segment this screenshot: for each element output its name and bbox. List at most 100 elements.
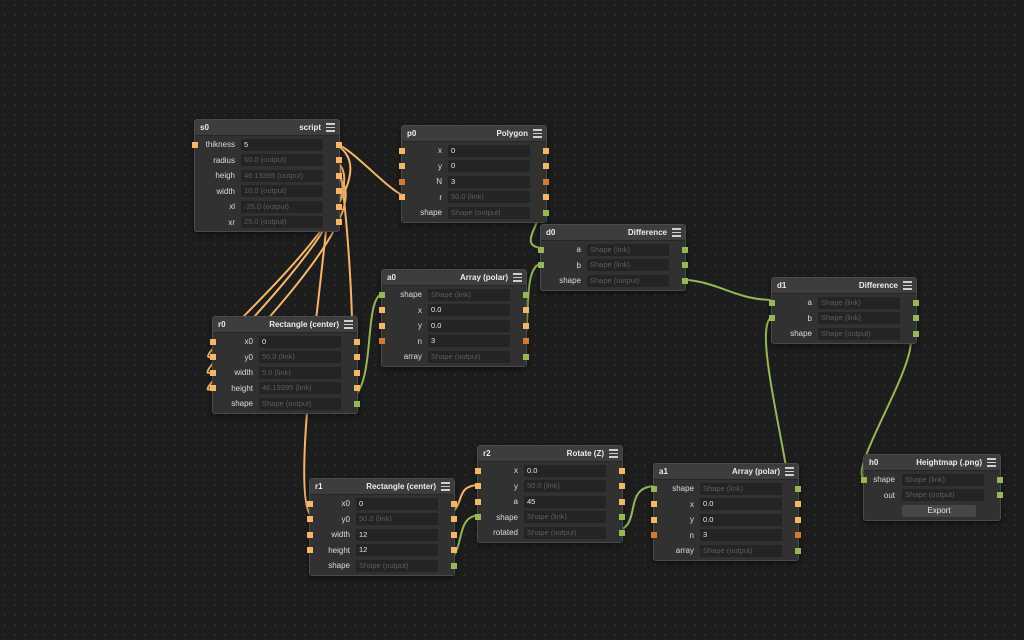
input-port[interactable] <box>307 500 313 507</box>
output-port[interactable] <box>451 500 457 507</box>
input-port[interactable] <box>538 246 544 253</box>
output-port[interactable] <box>682 277 688 284</box>
output-port[interactable] <box>336 188 342 195</box>
b-field[interactable]: Shape (link) <box>587 259 669 271</box>
input-port[interactable] <box>769 299 775 306</box>
output-port[interactable] <box>336 203 342 210</box>
shape-field[interactable]: Shape (output) <box>356 559 438 572</box>
node-d0-difference[interactable]: d0 Difference a Shape (link) b Shape (li… <box>538 224 688 291</box>
n-field[interactable]: 3 <box>448 175 530 188</box>
export-button[interactable]: Export <box>902 504 976 517</box>
output-port[interactable] <box>619 529 625 536</box>
output-port[interactable] <box>451 547 457 554</box>
input-port[interactable] <box>475 514 481 521</box>
output-port[interactable] <box>354 338 360 345</box>
menu-icon[interactable] <box>441 482 450 491</box>
width-field[interactable]: 12 <box>356 528 438 541</box>
node-header[interactable]: a0 Array (polar) <box>382 270 526 286</box>
menu-icon[interactable] <box>785 467 794 476</box>
array-field[interactable]: Shape (output) <box>428 350 510 363</box>
menu-icon[interactable] <box>513 273 522 282</box>
x-field[interactable]: 0.0 <box>524 464 606 477</box>
shape-field[interactable]: Shape (output) <box>448 206 530 219</box>
output-port[interactable] <box>795 516 801 523</box>
input-port[interactable] <box>210 354 216 361</box>
node-p0-polygon[interactable]: p0 Polygon x 0 y 0 N 3 r 50.0 (link) <box>399 125 549 223</box>
menu-icon[interactable] <box>903 281 912 290</box>
thikness-field[interactable]: 5 <box>241 138 323 151</box>
output-port[interactable] <box>543 163 549 170</box>
input-port[interactable] <box>475 483 481 490</box>
node-r2-rotate-z[interactable]: r2 Rotate (Z) x 0.0 y 50.0 (link) a 45 s… <box>475 445 625 543</box>
x-field[interactable]: 0.0 <box>700 498 782 510</box>
output-port[interactable] <box>913 299 919 306</box>
output-port[interactable] <box>451 516 457 523</box>
input-port[interactable] <box>210 338 216 345</box>
node-d1-difference[interactable]: d1 Difference a Shape (link) b Shape (li… <box>769 277 919 344</box>
n-field[interactable]: 3 <box>700 529 782 541</box>
input-port[interactable] <box>651 532 657 539</box>
node-a1-array-polar[interactable]: a1 Array (polar) shape Shape (link) x 0.… <box>651 463 801 561</box>
height-field[interactable]: 46.19395 (link) <box>259 382 341 394</box>
output-port[interactable] <box>523 353 529 360</box>
input-port[interactable] <box>861 476 867 483</box>
output-port[interactable] <box>795 547 801 554</box>
input-port[interactable] <box>475 498 481 505</box>
input-port[interactable] <box>399 147 405 154</box>
node-header[interactable]: p0 Polygon <box>402 126 546 142</box>
y-field[interactable]: 0.0 <box>700 513 782 526</box>
output-port[interactable] <box>543 209 549 216</box>
array-field[interactable]: Shape (output) <box>700 544 782 557</box>
output-port[interactable] <box>795 532 801 539</box>
input-port[interactable] <box>307 516 313 523</box>
node-header[interactable]: a1 Array (polar) <box>654 464 798 480</box>
node-header[interactable]: d0 Difference <box>541 225 685 241</box>
output-port[interactable] <box>336 141 342 148</box>
shape-field[interactable]: Shape (output) <box>259 397 341 410</box>
output-port[interactable] <box>997 476 1003 483</box>
a-field[interactable]: Shape (link) <box>818 296 900 309</box>
width-field[interactable]: 5.0 (link) <box>259 366 341 379</box>
output-port[interactable] <box>523 338 529 345</box>
input-port[interactable] <box>475 467 481 474</box>
input-port[interactable] <box>538 262 544 269</box>
node-s0-script[interactable]: s0 script thikness 5 radius 50.0 (output… <box>192 119 342 232</box>
xr-field[interactable]: 25.0 (output) <box>241 216 323 228</box>
y0-field[interactable]: 50.0 (link) <box>356 513 438 525</box>
input-port[interactable] <box>379 338 385 345</box>
output-port[interactable] <box>913 315 919 322</box>
n-field[interactable]: 3 <box>428 335 510 347</box>
output-port[interactable] <box>336 157 342 164</box>
shape-field[interactable]: Shape (link) <box>902 473 984 486</box>
out-field[interactable]: Shape (output) <box>902 489 984 501</box>
height-field[interactable]: 12 <box>356 544 438 556</box>
output-port[interactable] <box>997 492 1003 499</box>
input-port[interactable] <box>307 531 313 538</box>
heigh-field[interactable]: 46.19395 (output) <box>241 169 323 182</box>
input-port[interactable] <box>379 291 385 298</box>
node-header[interactable]: r1 Rectangle (center) <box>310 479 454 495</box>
output-port[interactable] <box>682 262 688 269</box>
input-port[interactable] <box>210 385 216 392</box>
y0-field[interactable]: 50.0 (link) <box>259 351 341 363</box>
input-port[interactable] <box>651 516 657 523</box>
input-port[interactable] <box>210 369 216 376</box>
node-header[interactable]: d1 Difference <box>772 278 916 294</box>
width-field[interactable]: 10.0 (output) <box>241 185 323 197</box>
a-field[interactable]: Shape (link) <box>587 243 669 256</box>
output-port[interactable] <box>451 562 457 569</box>
output-port[interactable] <box>523 307 529 314</box>
menu-icon[interactable] <box>344 320 353 329</box>
node-a0-array-polar[interactable]: a0 Array (polar) shape Shape (link) x 0.… <box>379 269 529 367</box>
menu-icon[interactable] <box>987 458 996 467</box>
output-port[interactable] <box>451 531 457 538</box>
radius-field[interactable]: 50.0 (output) <box>241 154 323 166</box>
output-port[interactable] <box>543 194 549 201</box>
output-port[interactable] <box>336 219 342 226</box>
output-port[interactable] <box>795 485 801 492</box>
shape-field[interactable]: Shape (link) <box>524 511 606 523</box>
menu-icon[interactable] <box>609 449 618 458</box>
input-port[interactable] <box>769 315 775 322</box>
output-port[interactable] <box>354 369 360 376</box>
input-port[interactable] <box>651 485 657 492</box>
